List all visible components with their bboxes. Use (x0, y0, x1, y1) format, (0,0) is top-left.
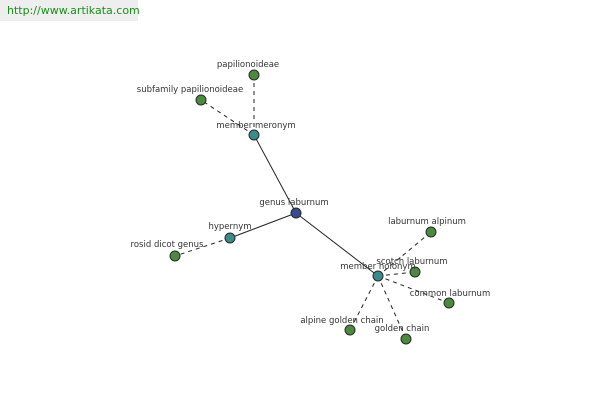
node-subfamily-papilionoideae[interactable] (195, 94, 207, 106)
edge-hypernym-rosid (174, 237, 231, 257)
watermark-link[interactable]: http://www.artikata.com (0, 0, 140, 21)
node-hypernym[interactable] (224, 232, 236, 244)
label-laburnum-alpinum: laburnum alpinum (388, 217, 466, 227)
edge-holonym-laburnum-alpinum (377, 231, 432, 277)
edge-center-member-holonym (295, 212, 379, 277)
label-common-laburnum: common laburnum (410, 289, 490, 299)
edge-holonym-alpine (349, 275, 379, 331)
edge-meronym-subfamily (200, 99, 255, 136)
edge-holonym-golden (377, 275, 407, 340)
node-golden-chain[interactable] (400, 333, 412, 345)
label-hypernym: hypernym (208, 222, 251, 232)
node-laburnum-alpinum[interactable] (425, 226, 437, 238)
node-rosid-dicot-genus[interactable] (169, 250, 181, 262)
label-rosid-dicot-genus: rosid dicot genus (131, 240, 204, 250)
edge-center-member-meronym (253, 134, 297, 214)
node-genus-laburnum[interactable] (290, 207, 302, 219)
label-member-holonym: member holonym (340, 262, 415, 272)
node-scotch-laburnum[interactable] (409, 266, 421, 278)
node-member-meronym[interactable] (248, 129, 260, 141)
edge-center-hypernym (229, 212, 297, 239)
label-golden-chain: golden chain (375, 324, 430, 334)
node-alpine-golden-chain[interactable] (344, 324, 356, 336)
node-papilionoideae[interactable] (248, 69, 260, 81)
edge-holonym-scotch (377, 271, 416, 277)
node-common-laburnum[interactable] (443, 297, 455, 309)
label-member-meronym: member meronym (216, 121, 295, 131)
label-genus-laburnum: genus laburnum (259, 198, 328, 208)
node-member-holonym[interactable] (372, 270, 384, 282)
label-subfamily-papilionoideae: subfamily papilionoideae (137, 85, 243, 95)
label-papilionoideae: papilionoideae (217, 60, 279, 70)
label-scotch-laburnum: scotch laburnum (376, 257, 447, 267)
label-alpine-golden-chain: alpine golden chain (300, 316, 383, 326)
